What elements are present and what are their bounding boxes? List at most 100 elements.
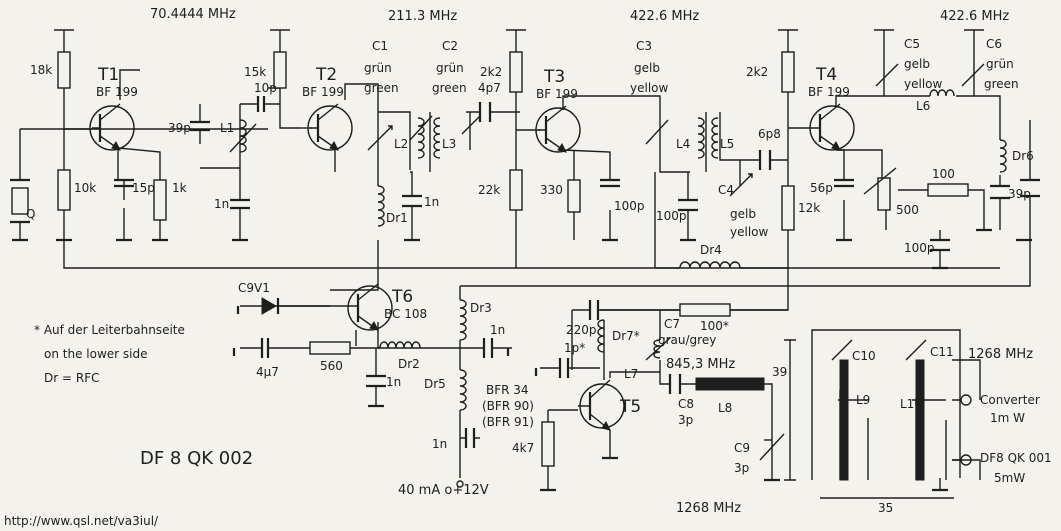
- quartz-label: Q: [26, 207, 35, 221]
- coil-l2: [417, 117, 425, 159]
- t4-type: BF 199: [808, 85, 850, 99]
- resistor-22k: [509, 169, 523, 211]
- l6-label: L6: [916, 99, 930, 113]
- l1-label: L1: [220, 121, 234, 135]
- t1-type: BF 199: [96, 85, 138, 99]
- c2-name: C2: [442, 39, 458, 53]
- r1k-label: 1k: [172, 181, 187, 195]
- c7-name: C7: [664, 317, 680, 331]
- supply-terminal: [456, 480, 464, 488]
- r12k-label: 12k: [798, 201, 820, 215]
- r330-label: 330: [540, 183, 563, 197]
- c39p-b-label: 39p: [1008, 187, 1031, 201]
- inductors: [239, 89, 1007, 411]
- r2k2-b-label: 2k2: [746, 65, 768, 79]
- post-l9: [839, 359, 849, 481]
- resistor-560: [309, 341, 351, 355]
- dr5-label: Dr5: [424, 377, 446, 391]
- c4u7-label: 4µ7: [256, 365, 279, 379]
- freq-label-6: 845,3 MHz: [666, 357, 735, 372]
- note-line-3: Dr = RFC: [44, 371, 99, 385]
- supply-label: 40 mA o+12V: [398, 483, 489, 498]
- r4k7-label: 4k7: [512, 441, 534, 455]
- freq-label-2: 211.3 MHz: [388, 9, 457, 24]
- note-line-1: * Auf der Leiterbahnseite: [34, 323, 185, 337]
- c1n-a-label: 1n: [214, 197, 229, 211]
- note-line-2: on the lower side: [44, 347, 147, 361]
- c100p-a-label: 100p: [614, 199, 645, 213]
- coil-dr3: [459, 299, 467, 341]
- transistor-t2: [307, 103, 353, 151]
- c1-name: C1: [372, 39, 388, 53]
- t1-name: T1: [97, 65, 119, 85]
- cap-1n-c: [366, 374, 386, 388]
- resistor-330: [567, 179, 581, 213]
- cap-10p: [256, 96, 266, 112]
- c5-name: C5: [904, 37, 920, 51]
- t2-type: BF 199: [302, 85, 344, 99]
- t5-name: T5: [619, 397, 641, 417]
- cap-15p: [114, 178, 134, 188]
- freq-label-1: 70.4444 MHz: [150, 7, 236, 22]
- c8-value: 3p: [678, 413, 693, 427]
- labels: 70.4444 MHz 211.3 MHz 422.6 MHz 422.6 MH…: [4, 7, 1052, 528]
- c220p-label: 220p: [566, 323, 597, 337]
- cap-1n-e: [464, 428, 476, 448]
- dr4-label: Dr4: [700, 243, 722, 257]
- coil-dr5: [459, 369, 467, 411]
- cap-100p-b: [678, 198, 698, 212]
- freq-label-7: 1268 MHz: [676, 501, 741, 516]
- resistor-100s: [679, 303, 731, 317]
- cap-1n-a: [230, 198, 250, 210]
- zener-diode: [240, 297, 330, 315]
- output2-label: DF8 QK 001: [980, 451, 1052, 465]
- l8-label: L8: [718, 401, 732, 415]
- wires: [19, 29, 1031, 499]
- dr2-label: Dr2: [398, 357, 420, 371]
- c2-color1: grün: [436, 61, 464, 75]
- resistor-100: [927, 183, 969, 197]
- coil-dr4: [679, 261, 741, 269]
- schematic-title: DF 8 QK 002: [140, 448, 253, 469]
- resistor-15k: [273, 51, 287, 89]
- c1-color1: grün: [364, 61, 392, 75]
- cap-1n-d: [482, 338, 494, 358]
- c9-value: 3p: [734, 461, 749, 475]
- c6-color1: grün: [986, 57, 1014, 71]
- c9-name: C9: [734, 441, 750, 455]
- ground-symbols: [12, 228, 1032, 492]
- freq-label-3: 422.6 MHz: [630, 9, 699, 24]
- r22k-label: 22k: [478, 183, 500, 197]
- c6-color2: green: [984, 77, 1019, 91]
- r100-label: 100: [932, 167, 955, 181]
- r10k-label: 10k: [74, 181, 96, 195]
- resistor-10k: [57, 169, 71, 211]
- c4-name: C4: [718, 183, 734, 197]
- resistor-1k: [153, 179, 167, 221]
- c1n-e-label: 1n: [432, 437, 447, 451]
- freq-label-4: 422.6 MHz: [940, 9, 1009, 24]
- cap-39p: [190, 120, 210, 132]
- c100p-b-label: 100p: [656, 209, 687, 223]
- resistor-12k: [781, 185, 795, 231]
- l9-label: L9: [856, 393, 870, 407]
- stripline-l8: [695, 377, 765, 391]
- transistor-t4: [809, 103, 855, 151]
- coil-l7: [653, 339, 661, 359]
- capacitors: [114, 96, 1040, 448]
- l3-label: L3: [442, 137, 456, 151]
- dr3-label: Dr3: [470, 301, 492, 315]
- c10p-label: 10p: [254, 81, 277, 95]
- c4-color1: gelb: [730, 207, 756, 221]
- cap-39p-c: [1020, 178, 1040, 198]
- t3-name: T3: [543, 67, 565, 87]
- cap-1n-b: [402, 194, 422, 208]
- l7-label: L7: [624, 367, 638, 381]
- c6p8-label: 6p8: [758, 127, 781, 141]
- c6-name: C6: [986, 37, 1002, 51]
- cap-c8: [668, 374, 682, 394]
- t6-type: BC 108: [384, 307, 427, 321]
- c7-color: grau/grey: [658, 333, 716, 347]
- transistor-t5: [578, 379, 625, 431]
